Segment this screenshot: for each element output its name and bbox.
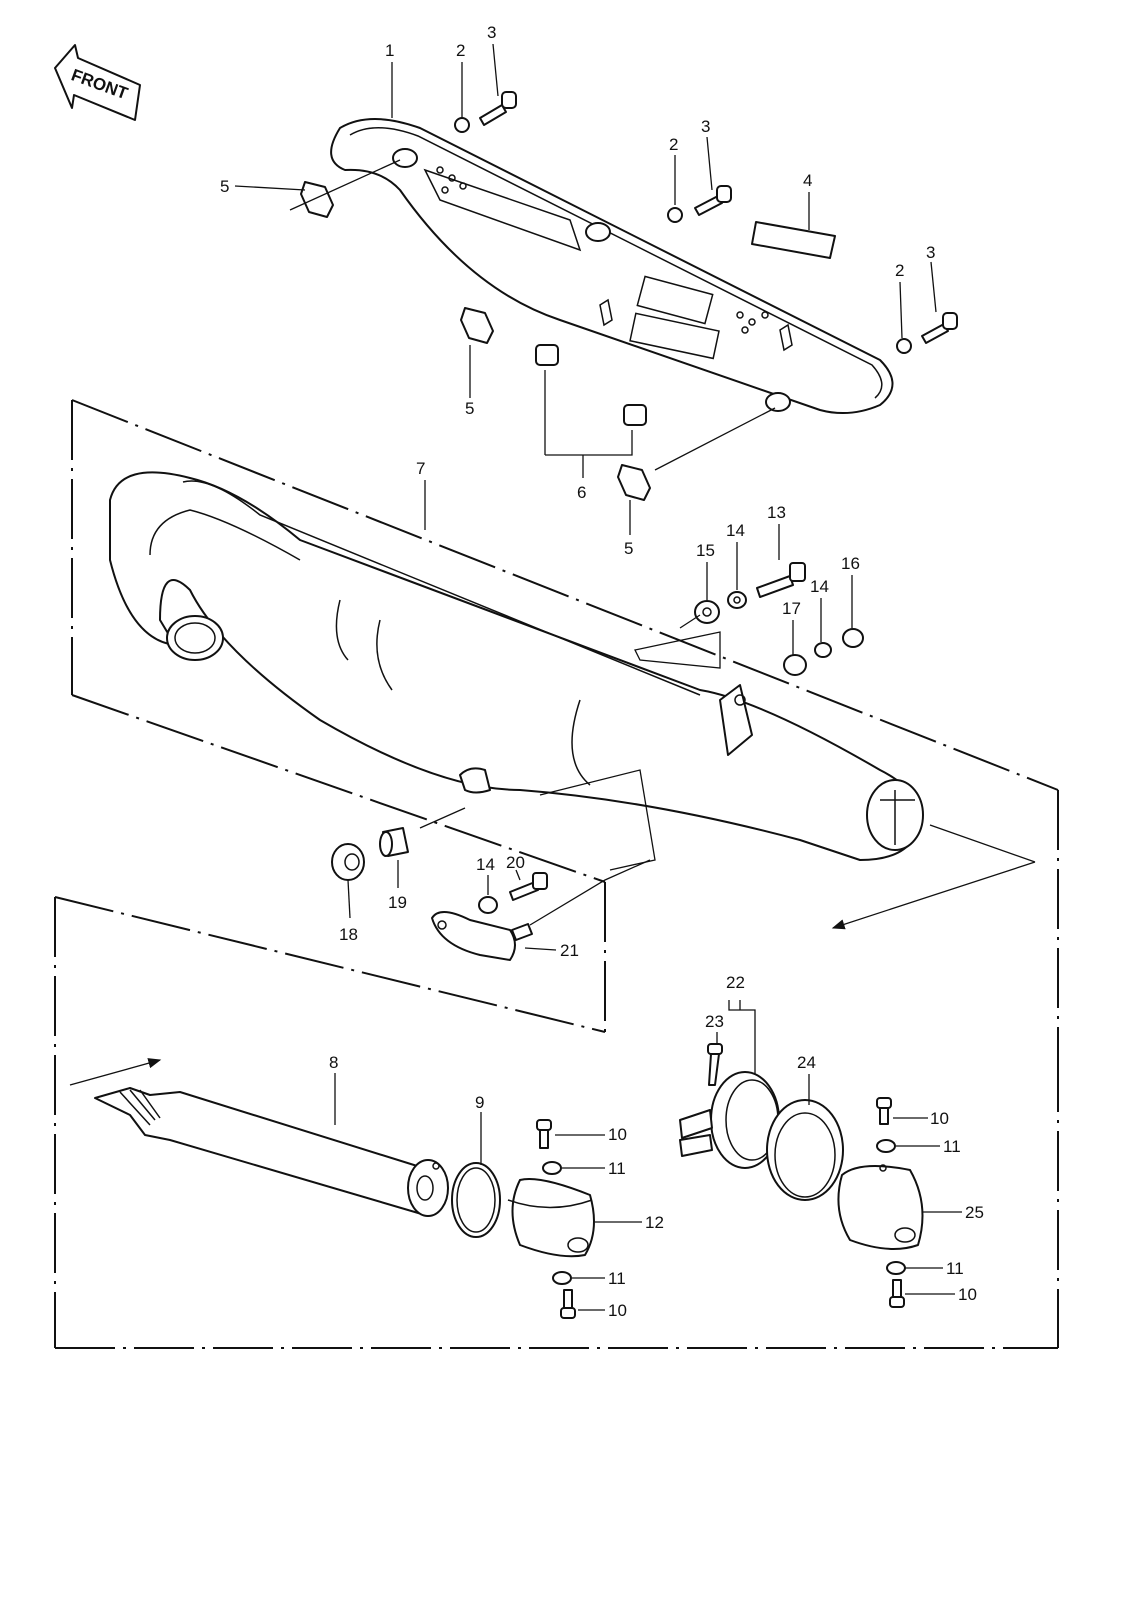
end-cap-part-25 — [837, 1164, 924, 1250]
screw-part-10 — [560, 1289, 576, 1319]
callout-20: 20 — [506, 853, 525, 872]
callout-15: 15 — [696, 541, 715, 560]
callout-22: 22 — [726, 973, 745, 992]
callout-5: 5 — [624, 539, 633, 558]
nut-part-2 — [896, 338, 912, 354]
callout-10: 10 — [608, 1125, 627, 1144]
callout-21: 21 — [560, 941, 579, 960]
screw-part-10 — [876, 1097, 892, 1125]
callout-labels: 1 2 3 2 3 4 2 3 5 5 6 5 7 13 14 15 16 14… — [220, 23, 984, 1320]
bolt-part-20 — [509, 872, 548, 901]
callout-2: 2 — [669, 135, 678, 154]
callout-5: 5 — [220, 177, 229, 196]
clip-part-5 — [617, 464, 651, 501]
front-arrow-icon: FRONT — [54, 44, 141, 121]
callout-14: 14 — [476, 855, 495, 874]
end-cap-part-12 — [507, 1178, 595, 1258]
damper-part-6 — [623, 404, 647, 426]
lower-panel-outline — [54, 882, 1059, 1349]
callout-19: 19 — [388, 893, 407, 912]
bracket-part-21 — [431, 911, 533, 961]
callout-11: 11 — [608, 1159, 626, 1178]
callout-4: 4 — [803, 171, 812, 190]
callout-8: 8 — [329, 1053, 338, 1072]
clamp-part-22 — [679, 1071, 780, 1169]
callout-7: 7 — [416, 459, 425, 478]
bolt-part-3 — [479, 91, 517, 126]
leader-lines-lower — [334, 1000, 962, 1311]
callout-24: 24 — [797, 1053, 816, 1072]
callout-14: 14 — [726, 521, 745, 540]
washer-part-14 — [814, 642, 832, 658]
washer-part-15 — [694, 600, 720, 624]
callout-2: 2 — [895, 261, 904, 280]
bolt-part-3 — [694, 185, 732, 216]
callout-2: 2 — [456, 41, 465, 60]
bolt-part-13 — [756, 562, 806, 598]
callout-18: 18 — [339, 925, 358, 944]
direction-arrows — [69, 824, 1036, 1086]
callout-12: 12 — [645, 1213, 664, 1232]
callout-10: 10 — [930, 1109, 949, 1128]
callout-6: 6 — [577, 483, 586, 502]
leader-lines-lower-bracket — [347, 859, 651, 951]
screw-part-10 — [889, 1279, 905, 1308]
washer-part-11 — [876, 1139, 896, 1153]
washer-part-11 — [542, 1161, 562, 1175]
bolt-part-3 — [921, 312, 958, 344]
callout-23: 23 — [705, 1012, 724, 1031]
callout-14: 14 — [810, 577, 829, 596]
callout-17: 17 — [782, 599, 801, 618]
screw-part-10 — [536, 1119, 552, 1149]
leader-lines-upper — [234, 43, 937, 535]
screw-part-23 — [707, 1043, 723, 1086]
gasket-part-24 — [766, 1099, 844, 1201]
callout-1: 1 — [385, 41, 394, 60]
callout-3: 3 — [701, 117, 710, 136]
nut-part-16 — [842, 628, 864, 648]
callout-25: 25 — [965, 1203, 984, 1222]
silencer-core-part-8 — [94, 1087, 449, 1217]
callout-16: 16 — [841, 554, 860, 573]
callout-10: 10 — [608, 1301, 627, 1320]
callout-10: 10 — [958, 1285, 977, 1304]
callout-3: 3 — [926, 243, 935, 262]
callout-11: 11 — [943, 1137, 961, 1156]
grommet-part-18 — [331, 843, 365, 881]
washer-part-14 — [478, 896, 498, 914]
damper-part-6 — [535, 344, 559, 366]
label-plate-part-4 — [751, 221, 836, 259]
callout-11: 11 — [608, 1269, 626, 1288]
callout-13: 13 — [767, 503, 786, 522]
collar-part-19 — [379, 827, 409, 857]
callout-11: 11 — [946, 1259, 964, 1278]
callout-3: 3 — [487, 23, 496, 42]
washer-part-11 — [552, 1271, 572, 1285]
clip-part-5 — [460, 307, 494, 344]
callout-5: 5 — [465, 399, 474, 418]
expansion-chamber-part-7 — [109, 471, 924, 861]
washer-part-11 — [886, 1261, 906, 1275]
clip-part-5 — [300, 181, 334, 218]
nut-part-2 — [667, 207, 683, 223]
gasket-part-9 — [451, 1162, 501, 1238]
heat-guard-part-1 — [330, 118, 894, 415]
washer-part-14 — [727, 591, 747, 609]
nut-part-2 — [454, 117, 470, 133]
callout-9: 9 — [475, 1093, 484, 1112]
upper-panel-outline — [71, 399, 1059, 1052]
washer-part-17 — [783, 654, 807, 676]
leader-lines-middle — [419, 480, 853, 871]
